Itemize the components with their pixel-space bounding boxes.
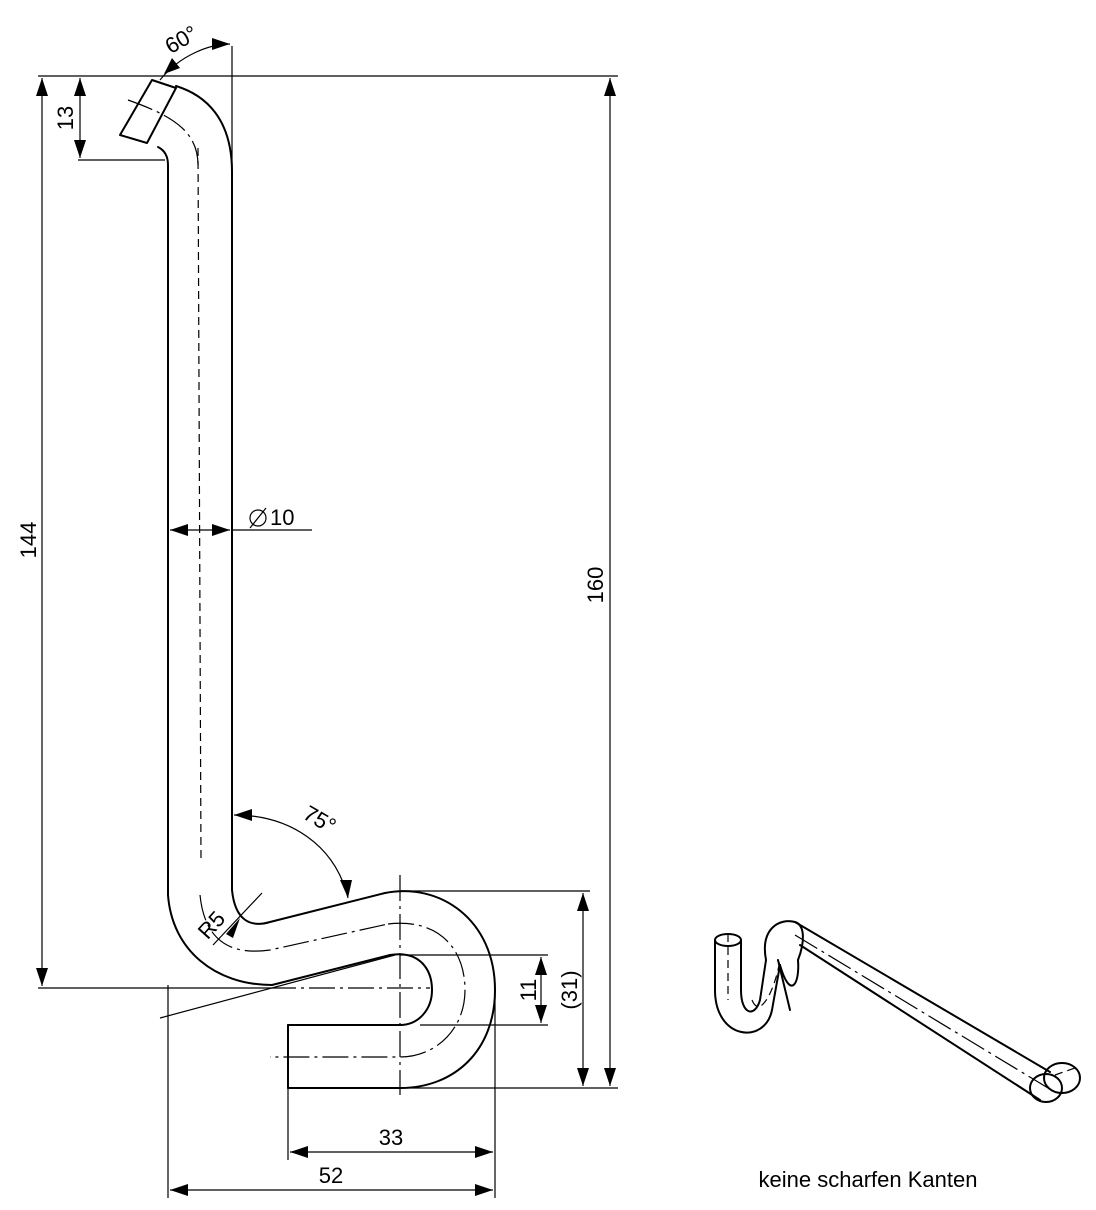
dim-ref-height: (31) bbox=[557, 970, 582, 1009]
dim-radius: R5 bbox=[193, 906, 230, 944]
dim-angle-bend: 75° bbox=[299, 800, 340, 838]
dim-width-hook: 33 bbox=[379, 1125, 403, 1150]
center-line-shaft bbox=[197, 147, 202, 861]
dim-inner-gap: 11 bbox=[516, 979, 541, 1002]
isometric-view bbox=[714, 920, 1081, 1103]
bent-rod-outline bbox=[119, 79, 496, 1089]
center-lines bbox=[127, 99, 466, 1095]
dim-top-offset: 13 bbox=[53, 106, 78, 130]
dim-diameter-value: 10 bbox=[270, 505, 294, 530]
dimension-lines bbox=[36, 38, 616, 1196]
dimension-labels: 160 144 13 60° 75° R5 10 11 (31) 33 52 bbox=[16, 20, 608, 1188]
dim-width-total: 52 bbox=[319, 1163, 343, 1188]
dim-diameter: 10 bbox=[249, 505, 294, 530]
note-text: keine scharfen Kanten bbox=[759, 1167, 978, 1192]
dim-height-total: 160 bbox=[583, 567, 608, 604]
extension-lines bbox=[38, 46, 618, 1198]
dim-height-shaft: 144 bbox=[16, 522, 41, 559]
